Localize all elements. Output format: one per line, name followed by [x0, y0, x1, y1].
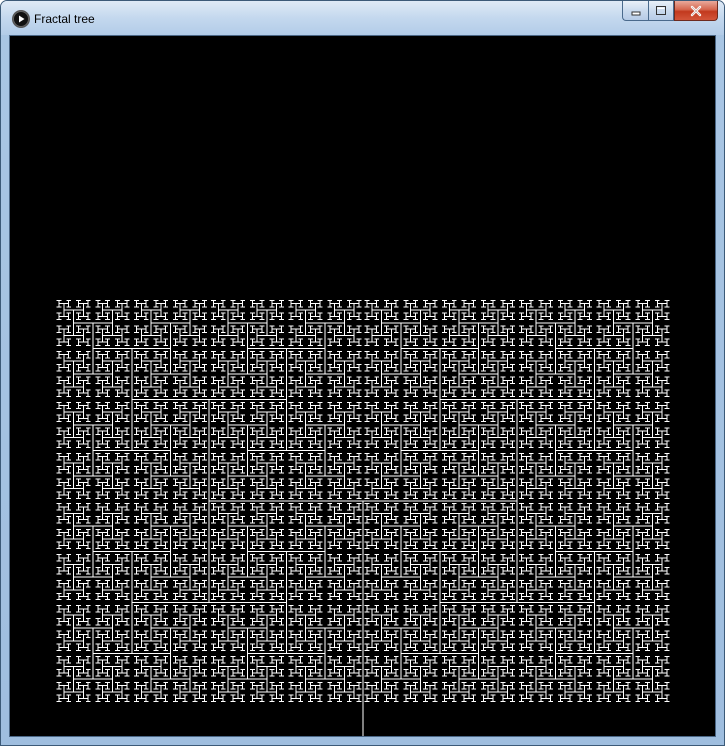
minimize-icon — [631, 11, 640, 15]
drawing-canvas[interactable] — [9, 35, 716, 737]
fractal-tree-drawing — [56, 299, 670, 736]
close-button[interactable] — [674, 1, 718, 21]
close-icon — [690, 5, 702, 16]
window-title: Fractal tree — [34, 12, 95, 26]
caption-buttons — [622, 1, 718, 23]
maximize-button[interactable] — [648, 1, 674, 21]
minimize-button[interactable] — [622, 1, 648, 21]
fractal-branches — [56, 299, 670, 736]
maximize-icon — [656, 6, 666, 15]
app-play-icon[interactable] — [13, 11, 29, 27]
title-bar[interactable]: Fractal tree — [1, 1, 724, 35]
